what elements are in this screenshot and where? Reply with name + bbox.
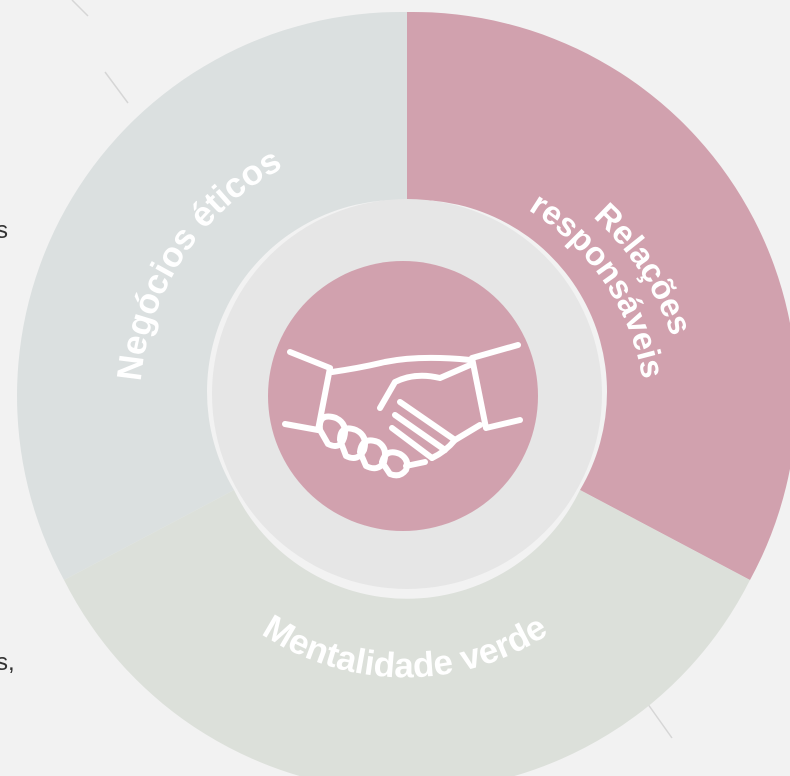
decorative-line (71, 0, 89, 17)
decorative-line (104, 71, 129, 104)
side-text-fragment-top: s (0, 217, 8, 244)
handshake-icon (282, 342, 523, 479)
segment-relacoes-responsaveis[interactable] (407, 11, 790, 580)
segment-mentalidade-verde[interactable] (64, 490, 750, 776)
decorative-line (644, 699, 673, 739)
hub-center (268, 261, 538, 531)
segment-negocios-eticos[interactable] (17, 11, 408, 581)
side-text-fragment-bottom: s, (0, 649, 15, 676)
